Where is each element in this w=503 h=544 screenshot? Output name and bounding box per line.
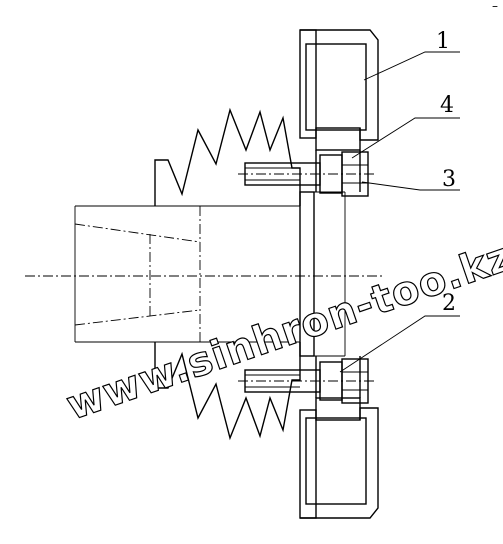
label-part-4: 4 <box>440 93 454 118</box>
leader-lines <box>339 51 460 373</box>
corner-mark: – <box>492 0 498 13</box>
label-part-3: 3 <box>442 167 456 192</box>
shaft <box>74 205 201 343</box>
pulley-grooves-top <box>154 107 301 207</box>
bolt-bottom <box>238 358 375 404</box>
label-part-1: 1 <box>436 29 450 54</box>
label-part-2: 2 <box>442 291 456 316</box>
damper-ring-bottom <box>299 356 379 519</box>
hub-flange <box>299 191 346 357</box>
watermark: www.sinhron-too.kz <box>61 234 503 430</box>
damper-ring-top <box>299 29 379 192</box>
bolt-top <box>238 151 375 197</box>
pulley-grooves-bottom <box>154 341 301 441</box>
